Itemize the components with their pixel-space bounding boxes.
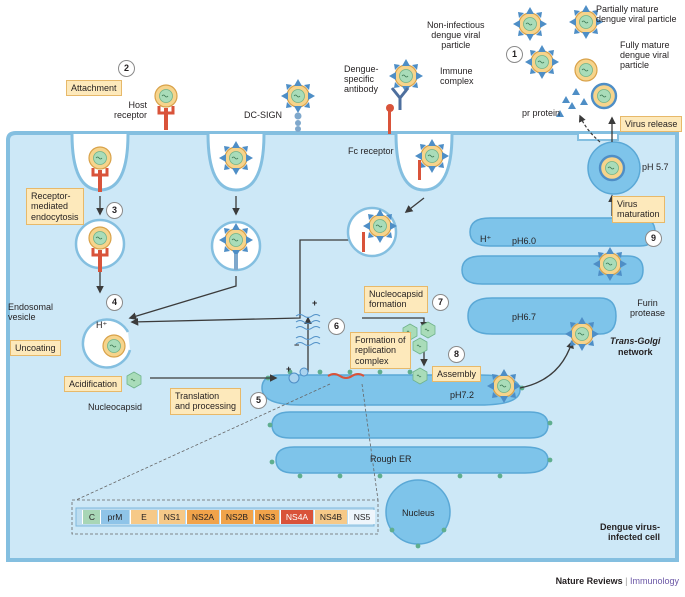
label-trans-golgi: Trans-Golgi bbox=[610, 336, 661, 346]
label-partially-mature: Partially mature dengue viral particle bbox=[596, 4, 677, 25]
genome-gene-prm: prM bbox=[100, 510, 129, 524]
label-infected-cell: Dengue virus- infected cell bbox=[600, 522, 661, 543]
virion-icon bbox=[102, 334, 126, 358]
label-dengue-antibody: Dengue- specific antibody bbox=[344, 64, 379, 95]
box-acidification: Acidification bbox=[64, 376, 123, 393]
label-rough-er: Rough ER bbox=[370, 454, 412, 464]
credit-journal: Nature Reviews bbox=[555, 576, 623, 586]
genome-gene-ns2b: NS2B bbox=[220, 510, 253, 524]
label-fully-mature: Fully mature dengue viral particle bbox=[620, 40, 670, 71]
pr-protein-icon bbox=[556, 88, 588, 117]
box-assembly: Assembly bbox=[432, 366, 482, 383]
step-7: 7 bbox=[432, 294, 449, 311]
rna-icon bbox=[295, 314, 365, 379]
label-h-plus-endosome: H⁺ bbox=[96, 320, 108, 330]
virion-icon bbox=[598, 154, 626, 182]
label-h-plus-golgi: H⁺ bbox=[480, 234, 492, 244]
box-attachment: Attachment bbox=[66, 80, 122, 97]
replication-complex bbox=[288, 367, 309, 384]
box-uncoating: Uncoating bbox=[10, 340, 61, 357]
label-ph-7-2: pH7.2 bbox=[450, 390, 475, 400]
genome-gene-ns3: NS3 bbox=[254, 510, 279, 524]
figure-credit: Nature Reviews | Immunology bbox=[556, 576, 679, 586]
label-plus-top: + bbox=[312, 298, 318, 308]
dc-sign-icon bbox=[294, 112, 302, 132]
box-replication: Formation of replication complex bbox=[350, 332, 411, 370]
label-ph-6-7: pH6.7 bbox=[512, 312, 537, 322]
step-4: 4 bbox=[106, 294, 123, 311]
label-host-receptor: Host receptor bbox=[114, 100, 148, 121]
internalized-virions bbox=[74, 139, 449, 274]
box-receptor-endocytosis: Receptor- mediated endocytosis bbox=[26, 188, 84, 226]
genome-gene-ns5: NS5 bbox=[348, 510, 375, 524]
label-plus-bottom: + bbox=[286, 364, 292, 374]
step-3: 3 bbox=[106, 202, 123, 219]
label-minus: − bbox=[294, 340, 300, 350]
genome-zoom-lines bbox=[71, 383, 379, 535]
box-translation: Translation and processing bbox=[170, 388, 242, 415]
label-non-infectious: Non-infectious dengue viral particle bbox=[427, 20, 485, 51]
nucleocapsid-icon bbox=[126, 371, 142, 389]
antibody-icon bbox=[390, 87, 410, 110]
label-dc-sign: DC-SIGN bbox=[244, 110, 282, 120]
box-virus-maturation: Virus maturation bbox=[612, 196, 665, 223]
label-pr-protein: pr protein bbox=[522, 108, 561, 118]
label-fc-receptor: Fc receptor bbox=[348, 146, 394, 156]
label-ph-5-7: pH 5.7 bbox=[642, 162, 669, 172]
box-nucleocapsid-formation: Nucleocapsid formation bbox=[364, 286, 429, 313]
virion-icon bbox=[492, 374, 516, 398]
genome-gene-c: C bbox=[82, 510, 101, 524]
genome-gene-ns4b: NS4B bbox=[314, 510, 347, 524]
step-1: 1 bbox=[506, 46, 523, 63]
step-6: 6 bbox=[328, 318, 345, 335]
virion-icon bbox=[598, 252, 622, 276]
step-2: 2 bbox=[118, 60, 135, 77]
genome-gene-e: E bbox=[130, 510, 157, 524]
rough-er bbox=[261, 369, 553, 549]
label-nucleus: Nucleus bbox=[402, 508, 435, 518]
step-8: 8 bbox=[448, 346, 465, 363]
label-nucleocapsid: Nucleocapsid bbox=[88, 402, 143, 412]
credit-section: Immunology bbox=[629, 576, 679, 586]
label-immune-complex: Immune complex bbox=[440, 66, 474, 87]
genome-gene-ns4a: NS4A bbox=[280, 510, 313, 524]
label-ph-6-0: pH6.0 bbox=[512, 236, 537, 246]
receptor-icon bbox=[386, 104, 394, 134]
step-9: 9 bbox=[645, 230, 662, 247]
box-virus-release: Virus release bbox=[620, 116, 683, 133]
genome-gene-ns2a: NS2A bbox=[186, 510, 219, 524]
credit-separator: | bbox=[625, 576, 628, 586]
genome-gene-ns1: NS1 bbox=[158, 510, 185, 524]
label-network: network bbox=[618, 347, 653, 357]
label-furin-protease: Furin protease bbox=[630, 298, 666, 319]
step-5: 5 bbox=[250, 392, 267, 409]
label-endosomal-vesicle: Endosomal vesicle bbox=[8, 302, 54, 323]
